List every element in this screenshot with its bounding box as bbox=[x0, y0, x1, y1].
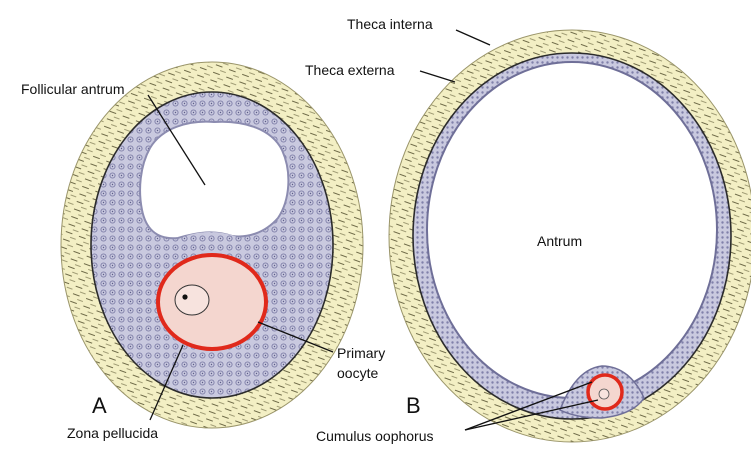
label-theca-externa: Theca externa bbox=[305, 62, 395, 78]
label-zona-pellucida: Zona pellucida bbox=[67, 425, 158, 441]
label-theca-interna: Theca interna bbox=[347, 16, 433, 32]
follicle-b-nucleus bbox=[599, 389, 609, 399]
follicle-b-antrum bbox=[427, 62, 717, 398]
leader-theca-externa bbox=[420, 71, 455, 82]
label-cumulus-oophorus: Cumulus oophorus bbox=[316, 428, 434, 444]
follicle-a-oocyte bbox=[158, 255, 266, 349]
label-primary-oocyte-line1: Primary bbox=[337, 345, 385, 361]
follicle-a-nucleus bbox=[175, 285, 209, 315]
label-primary-oocyte-line2: oocyte bbox=[337, 365, 378, 381]
follicle-a bbox=[61, 62, 363, 428]
label-antrum: Antrum bbox=[537, 233, 582, 249]
panel-letter-a: A bbox=[92, 393, 107, 418]
follicle-a-nucleolus bbox=[182, 294, 187, 299]
leader-theca-interna bbox=[456, 30, 490, 45]
panel-letter-b: B bbox=[406, 393, 421, 418]
follicle-a-antrum bbox=[140, 122, 288, 239]
label-follicular-antrum: Follicular antrum bbox=[21, 81, 124, 97]
